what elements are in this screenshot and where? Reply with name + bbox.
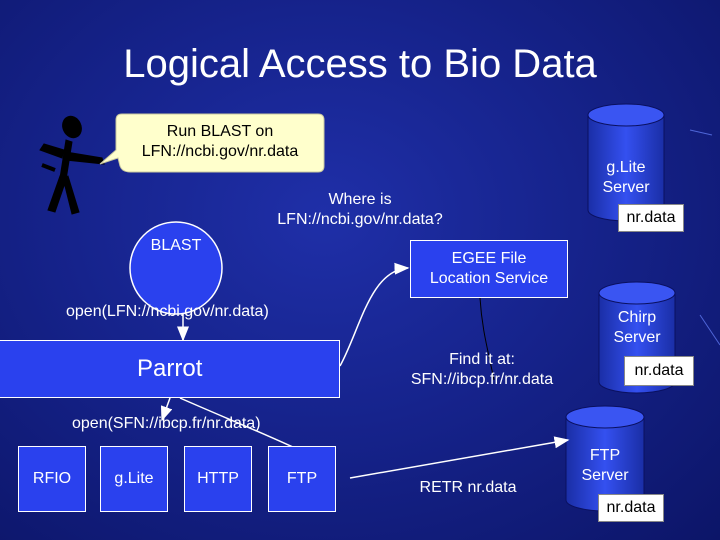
driver-rfio[interactable]: RFIO [18,446,86,512]
driver-glite-label: g.Lite [114,470,154,487]
ftp-server-label: FTP Server [568,446,642,486]
find-line-2: SFN://ibcp.fr/nr.data [410,371,554,388]
glite-file-label: nr.data [626,209,676,226]
blast-label: BLAST [150,237,202,254]
ftp-server-line-2: Server [581,467,629,484]
arrow-parrot-to-glite [160,397,173,422]
callout-text: Run BLAST on LFN://ncbi.gov/nr.data [116,122,324,162]
chirp-server-file[interactable]: nr.data [624,356,694,386]
parrot-label: Parrot [137,355,203,382]
chirp-server-line-2: Server [613,329,661,346]
open-lfn-label: open(LFN://ncbi.gov/nr.data) [66,303,269,320]
driver-glite[interactable]: g.Lite [100,446,168,512]
glite-server-label: g.Lite Server [590,158,662,198]
arrow-query-to-egee [339,262,410,367]
open-sfn-label: open(SFN://ibcp.fr/nr.data) [72,415,261,432]
ftp-server-cylinder [565,405,645,512]
chirp-file-label: nr.data [634,362,684,379]
ftp-server-file[interactable]: nr.data [598,494,664,522]
glite-server-line-2: Server [602,179,650,196]
glite-server-file[interactable]: nr.data [618,204,684,232]
user-figure-icon [39,115,105,215]
decor-line [689,129,713,136]
driver-http[interactable]: HTTP [184,446,252,512]
query-line-1: Where is [328,191,392,208]
egee-line-1: EGEE File [451,250,527,267]
ftp-server-line-1: FTP [589,447,621,464]
callout-line-1: Run BLAST on [166,123,274,140]
callout-line-2: LFN://ncbi.gov/nr.data [141,143,299,160]
parrot-box[interactable]: Parrot [0,340,340,398]
blast-circle [129,221,223,315]
driver-http-label: HTTP [197,470,239,487]
chirp-server-label: Chirp Server [600,308,674,348]
query-line-2: LFN://ncbi.gov/nr.data? [277,211,443,228]
driver-rfio-label: RFIO [32,470,72,487]
page-title: Logical Access to Bio Data [123,42,597,86]
chirp-server-line-1: Chirp [617,309,657,326]
driver-ftp-label: FTP [286,470,318,487]
where-is-query: Where is LFN://ncbi.gov/nr.data? [250,190,470,230]
driver-ftp[interactable]: FTP [268,446,336,512]
find-it-at: Find it at: SFN://ibcp.fr/nr.data [386,350,578,390]
arrow-egee-to-find [479,297,495,381]
decor-line [699,314,720,346]
glite-server-line-1: g.Lite [606,159,646,176]
retr-label: RETR nr.data [419,479,517,496]
ftp-file-label: nr.data [606,499,656,516]
find-line-1: Find it at: [449,351,515,368]
egee-line-2: Location Service [429,270,549,287]
arrow-retr-to-ftp [349,436,570,479]
egee-file-location-service[interactable]: EGEE File Location Service [410,240,568,298]
callout-bubble [99,113,325,173]
